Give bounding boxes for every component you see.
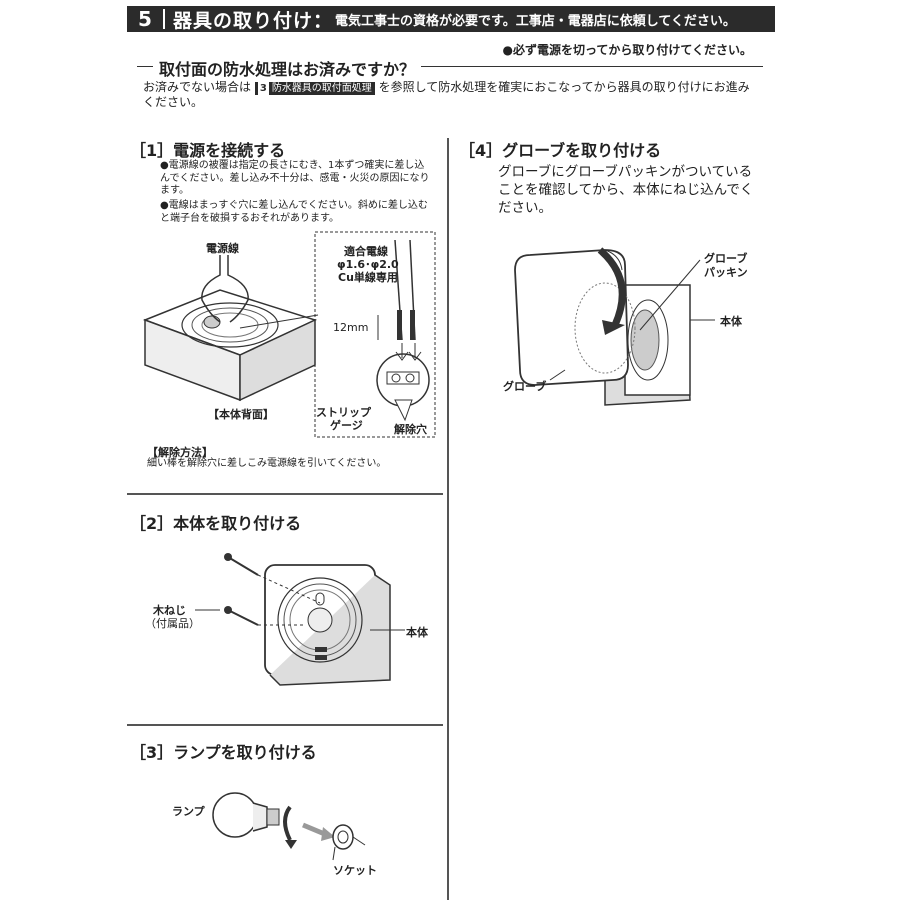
label-suitable-wire-2: φ1.6･φ2.0 — [337, 258, 399, 271]
label-release-hole: 解除穴 — [394, 423, 427, 436]
step2-title: ［2］本体を取り付ける — [130, 514, 302, 533]
section-subtitle: 電気工事士の資格が必要です。工事店・電器店に依頼してください。 — [335, 13, 736, 29]
label-wood-screw-2: （付属品） — [145, 617, 200, 630]
label-packing-1: グローブ — [704, 252, 748, 265]
power-warning: ●必ず電源を切ってから取り付けてください。 — [502, 43, 752, 57]
step1-diagram — [142, 231, 436, 438]
label-suitable-wire-3: Cu単線専用 — [338, 271, 398, 284]
step4-diagram — [514, 247, 715, 406]
section-number: 5 — [138, 7, 152, 31]
waterproof-text-before: お済みでない場合は — [143, 80, 252, 94]
reference-label: 防水器具の取付面処理 — [271, 83, 372, 94]
label-socket: ソケット — [333, 864, 377, 877]
waterproof-text-after: を参照して防水処理を確実におこなってから器具の取り付けにお進みください。 — [143, 80, 750, 109]
label-body-step2: 本体 — [406, 626, 428, 639]
label-body-back: 【本体背面】 — [208, 408, 274, 421]
label-strip-gauge-1: ストリップ — [316, 406, 371, 419]
section-title: 器具の取り付け： — [173, 9, 334, 32]
label-power-wire: 電源線 — [206, 242, 239, 255]
label-body-step4: 本体 — [720, 315, 742, 328]
label-packing-2: パッキン — [704, 266, 748, 279]
label-globe: グローブ — [503, 380, 547, 393]
step1-title: ［1］電源を接続する — [130, 141, 286, 160]
step4-title: ［4］グローブを取り付ける — [459, 141, 662, 160]
column-divider — [447, 138, 449, 900]
label-12mm: 12mm — [333, 321, 369, 334]
step-divider-2 — [127, 724, 443, 726]
step2-diagram — [195, 553, 405, 686]
label-suitable-wire-1: 適合電線 — [344, 245, 388, 258]
section-header: 5 器具の取り付け： 電気工事士の資格が必要です。工事店・電器店に依頼してくださ… — [127, 6, 775, 32]
step1-note-2: ●電線はまっすぐ穴に差し込んでください。斜めに差し込むと端子台を破損するおそれが… — [160, 200, 428, 224]
step3-title: ［3］ランプを取り付ける — [130, 743, 317, 762]
step-divider-1 — [127, 493, 443, 495]
label-lamp: ランプ — [172, 805, 205, 818]
label-strip-gauge-2: ゲージ — [330, 419, 363, 432]
label-wood-screw-1: 木ねじ — [153, 604, 186, 617]
reference-number: 3 — [257, 82, 269, 95]
step1-note-1: ●電源線の被覆は指定の長さにむき、1本ずつ確実に差し込んでください。差し込み不十… — [160, 160, 430, 196]
step3-diagram — [212, 792, 366, 861]
header-separator — [163, 9, 165, 29]
release-title: 【解除方法】 — [147, 446, 213, 459]
step4-text: グローブにグローブパッキンがついていることを確認してから、本体にねじ込んでくださ… — [498, 164, 754, 216]
waterproof-question: 取付面の防水処理はお済みですか？ — [153, 56, 422, 80]
release-text: 細い棒を解除穴に差しこみ電源線を引いてください。 — [147, 458, 387, 469]
